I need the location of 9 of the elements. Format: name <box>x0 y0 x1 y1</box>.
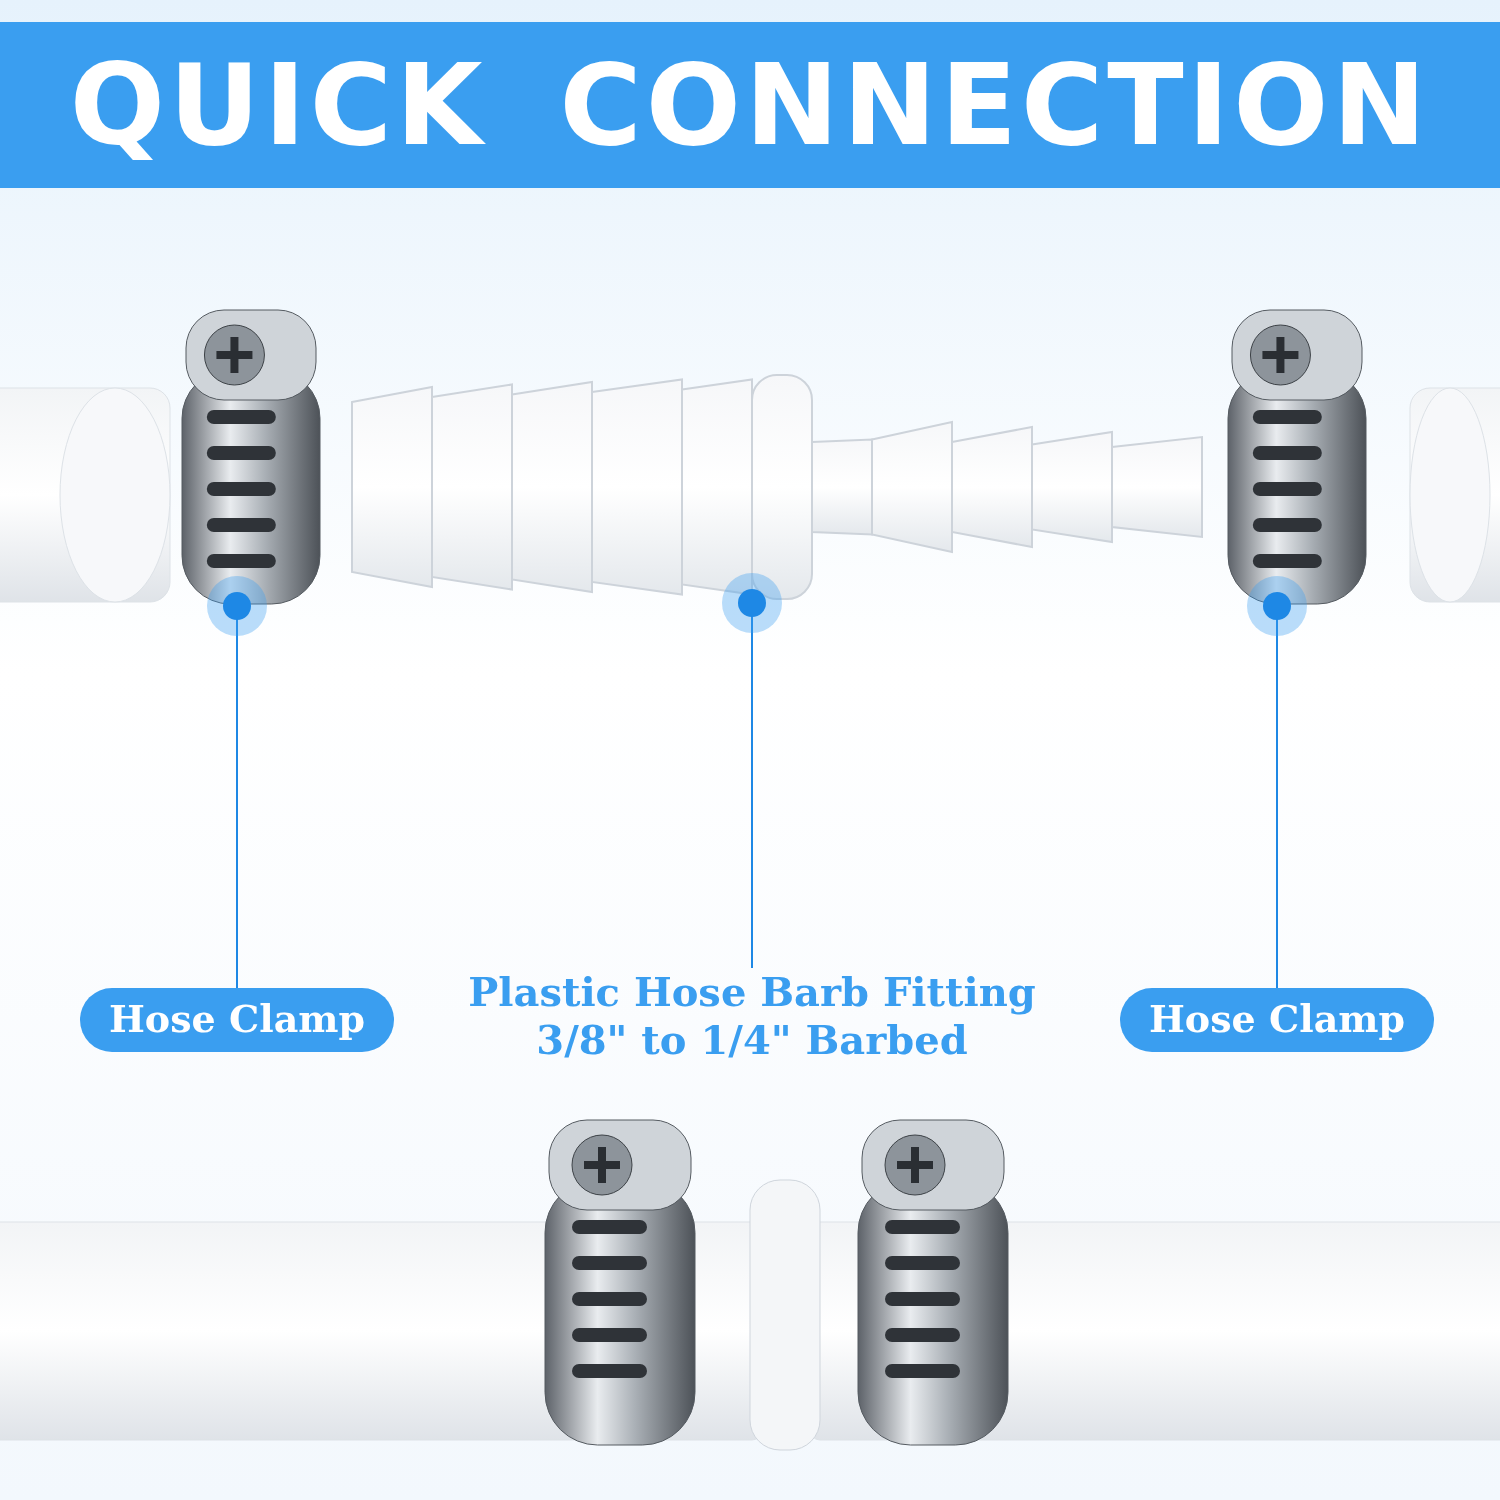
leader-line <box>207 576 267 989</box>
hose-clamp-drawing <box>180 308 322 606</box>
hose-clamp-drawing <box>1226 308 1368 606</box>
leader-line <box>1247 576 1307 989</box>
title-banner: QUICK CONNECTION <box>0 22 1500 188</box>
leader-line <box>722 573 782 969</box>
part-label: Plastic Hose Barb Fitting 3/8" to 1/4" Barbed <box>440 968 1064 1068</box>
part-label: Hose Clamp <box>80 988 394 1052</box>
part-label: Hose Clamp <box>1120 988 1434 1052</box>
